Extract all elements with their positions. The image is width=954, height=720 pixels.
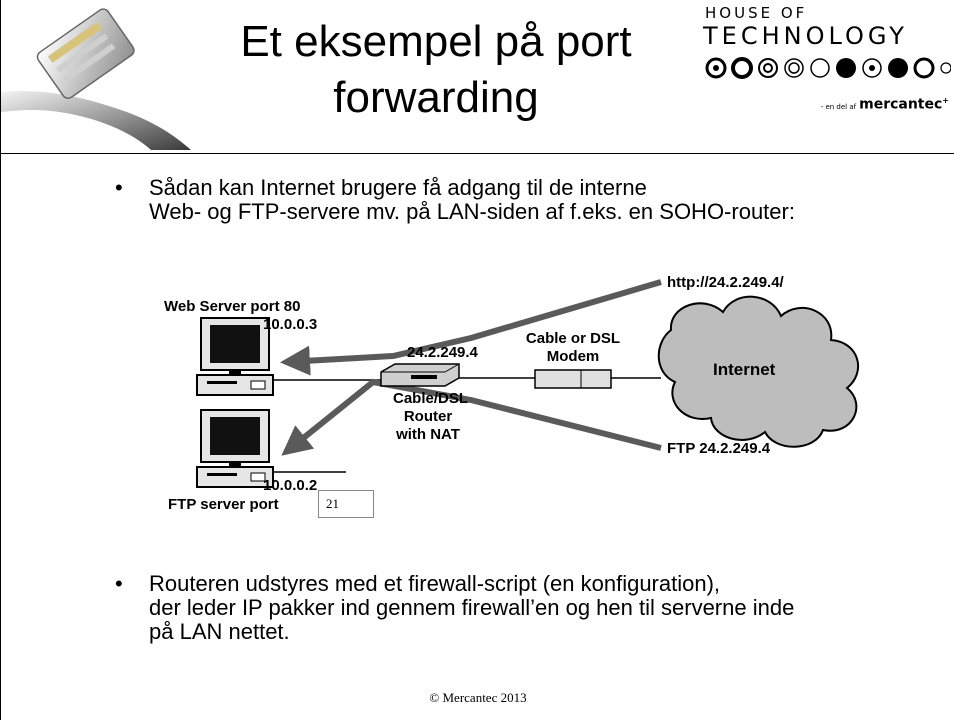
- internet-cloud-icon: [657, 295, 860, 448]
- ftp-server-computer-icon: [196, 409, 274, 488]
- logo-line-2: TECHNOLOGY: [703, 22, 908, 50]
- modem-label-line-1: Cable or DSL: [525, 330, 621, 347]
- ftp-server-label: FTP server port: [168, 496, 279, 513]
- router-wan-ip: 24.2.249.4: [407, 344, 478, 361]
- bullet-intro-line-1: Sådan kan Internet brugere få adgang til…: [149, 175, 647, 200]
- router-label-line-3: with NAT: [396, 426, 460, 443]
- ftp-port-box: 21: [318, 490, 374, 518]
- web-server-ip: 10.0.0.3: [263, 316, 318, 333]
- ftp-server-ip: 10.0.0.2: [263, 477, 318, 494]
- title-line-2: forwarding: [333, 73, 539, 122]
- web-server-computer-icon: [196, 317, 274, 396]
- bullet-router-line-2: der leder IP pakker ind gennem firewall’…: [149, 595, 795, 620]
- http-url-label: http://24.2.249.4/: [667, 274, 784, 291]
- logo-dots-icon: [705, 57, 951, 79]
- router-label-line-2: Router: [403, 408, 453, 425]
- bullet-intro: • Sådan kan Internet brugere få adgang t…: [115, 175, 909, 224]
- http-forward-arrow: [280, 279, 662, 376]
- bullet-intro-line-2: Web- og FTP-servere mv. på LAN-siden af …: [149, 199, 795, 224]
- bullet-router-line-1: Routeren udstyres med et firewall-script…: [149, 571, 721, 596]
- router-label: Cable/DSL Router with NAT: [393, 390, 469, 444]
- modem-label: Cable or DSL Modem: [519, 330, 627, 366]
- bullet-router-line-3: på LAN nettet.: [149, 619, 290, 644]
- modem-label-line-2: Modem: [546, 348, 600, 365]
- logo-tagline-small: - en del af: [820, 102, 857, 111]
- title-divider: [1, 153, 954, 154]
- web-server-label: Web Server port 80: [164, 298, 301, 315]
- footer-copyright: © Mercantec 2013: [429, 690, 527, 705]
- network-cable-image: [1, 8, 191, 150]
- bullet-router-config: • Routeren udstyres med et firewall-scri…: [115, 571, 909, 644]
- title-line-1: Et eksempel på port: [240, 17, 632, 66]
- bullet-symbol: •: [115, 175, 123, 200]
- slide-title: Et eksempel på port forwarding: [151, 14, 721, 126]
- ftp-forward-arrow: [281, 378, 662, 456]
- internet-cloud-label: Internet: [713, 360, 776, 379]
- router-icon: [380, 363, 460, 387]
- logo-line-1: HOUSE OF: [705, 4, 808, 22]
- modem-icon: [534, 369, 612, 389]
- bullet-symbol: •: [115, 571, 123, 596]
- logo-tagline-main: mercantec: [859, 96, 943, 113]
- router-label-line-1: Cable/DSL: [393, 390, 469, 407]
- ftp-address-label: FTP 24.2.249.4: [667, 440, 771, 457]
